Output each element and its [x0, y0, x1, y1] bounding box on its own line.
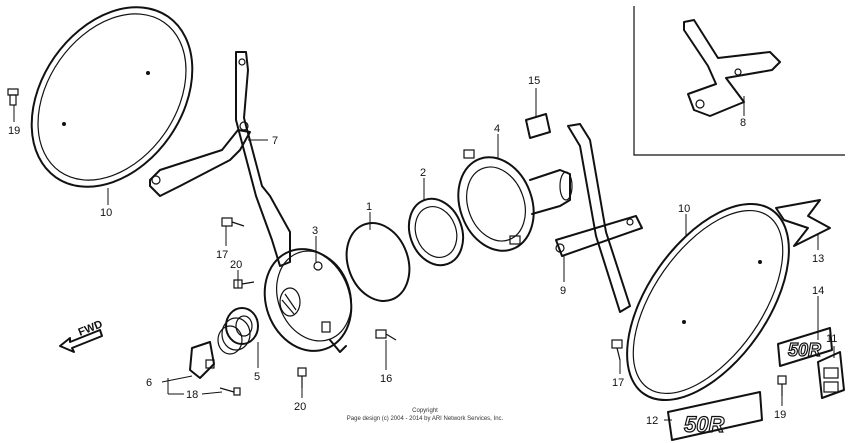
number-plate-right	[626, 203, 790, 401]
screw-20-upper	[233, 279, 255, 289]
screw-16	[375, 329, 397, 341]
bolt-19-left	[7, 88, 19, 106]
callout-12: 12	[646, 415, 658, 427]
callout-11: 11	[826, 333, 837, 345]
screw-19-right	[777, 375, 787, 396]
callout-19-left: 19	[8, 125, 20, 137]
forward-arrow-icon: FWD	[59, 318, 104, 353]
callout-7: 7	[272, 135, 278, 147]
inset-bracket	[683, 19, 781, 117]
callout-9: 9	[560, 285, 566, 297]
grommet	[217, 307, 259, 355]
callout-2: 2	[420, 167, 426, 179]
callout-8: 8	[740, 117, 746, 129]
headlight-case	[263, 248, 353, 353]
callout-6: 6	[146, 377, 152, 389]
callout-3: 3	[312, 225, 318, 237]
callout-4: 4	[494, 123, 500, 135]
callout-10-right: 10	[678, 203, 690, 215]
clamp	[189, 341, 215, 379]
callout-10-left: 10	[100, 207, 112, 219]
screw-17-left	[221, 217, 245, 227]
callout-16: 16	[380, 373, 392, 385]
headlight-rim	[345, 222, 411, 302]
callout-20-upper: 20	[230, 259, 242, 271]
inset-frame	[633, 6, 845, 156]
callout-numbers: 1 2 3 4 5 6 7 8 9 10 10 11 12 13 14 15 1…	[8, 75, 837, 427]
screw-18	[219, 387, 241, 396]
emblem-14-text: 50R	[788, 340, 821, 360]
headlight-body	[457, 149, 573, 252]
callout-19-right: 19	[774, 409, 786, 421]
emblem-12: 50R	[667, 391, 763, 441]
callout-17-right: 17	[612, 377, 624, 389]
lightning-emblem	[775, 199, 831, 247]
headlight-stay	[149, 51, 291, 267]
callout-17-left: 17	[216, 249, 228, 261]
headlight-unit	[407, 197, 465, 267]
callout-5: 5	[254, 371, 260, 383]
screw-20-lower	[297, 367, 307, 388]
callout-18: 18	[186, 389, 198, 401]
callout-20-lower: 20	[294, 401, 306, 413]
leader-lines	[13, 88, 835, 421]
emblem-12-text: 50R	[684, 412, 724, 437]
callout-13: 13	[812, 253, 824, 265]
copyright-line-1: Copyright	[412, 408, 438, 414]
emblem-11	[817, 351, 845, 399]
callout-1: 1	[366, 201, 372, 213]
emblem-14: 50R	[777, 327, 833, 367]
number-plate-left	[30, 6, 194, 188]
copyright-line-2: Page design (c) 2004 - 2014 by ARI Netwo…	[347, 416, 504, 422]
socket-15	[525, 113, 551, 139]
callout-15: 15	[528, 75, 540, 87]
callout-14: 14	[812, 285, 824, 297]
screw-17-right	[611, 339, 623, 361]
headlight-bracket	[555, 123, 643, 313]
